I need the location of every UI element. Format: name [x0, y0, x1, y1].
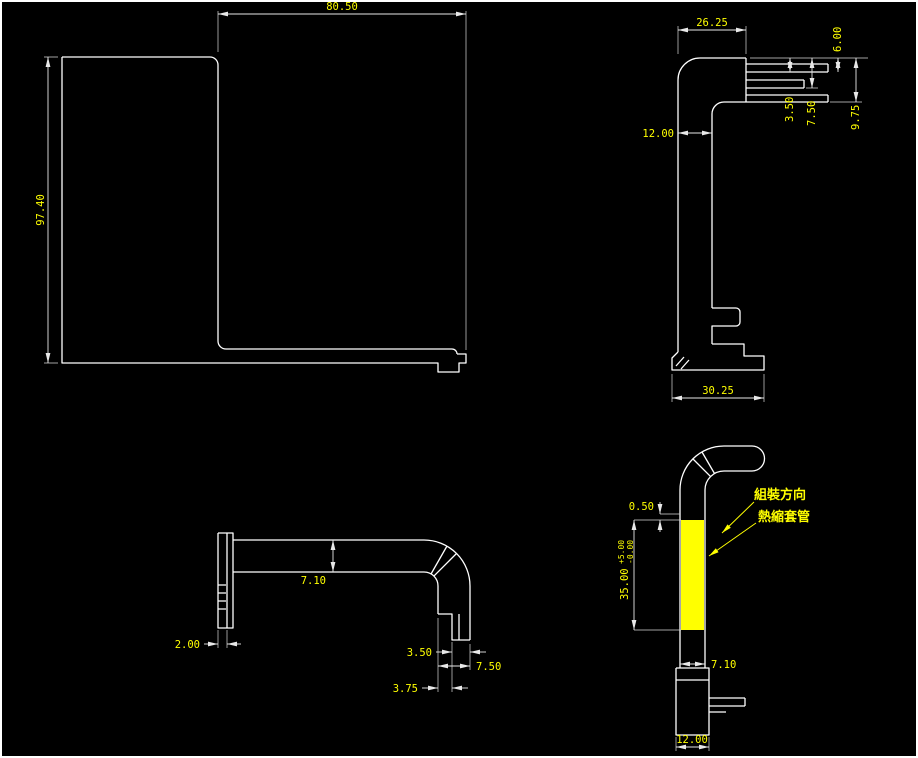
side-base-dim-text: 30.25: [702, 385, 734, 397]
front-width-dim-text: 80.50: [326, 1, 358, 13]
asm-tube-dia-dim-text: 7.10: [711, 659, 736, 671]
side-step-c-dim-text: 9.75: [850, 105, 862, 130]
side-stem-dim-text: 12.00: [642, 128, 674, 140]
front-height-dim-text: 97.40: [35, 194, 47, 226]
asm-sleeve-tol-minus: -0.00: [626, 540, 635, 564]
view-assembly: 0.50 35.00 +5.00 -0.00 7.10 12.00 組裝方向 熱…: [615, 445, 810, 751]
side-pin-len-dim-text: 6.00: [832, 27, 844, 52]
asm-sleeve-len-value: 35.00: [619, 568, 631, 600]
tube-tip-a-dim-text: 3.50: [407, 647, 432, 659]
tube-tip-b-dim-text: 7.50: [476, 661, 501, 673]
view-front: 80.50 97.40: [35, 1, 467, 373]
asm-offset-dim-text: 0.50: [629, 501, 654, 513]
view-side-profile: 26.25 12.00 3.50 7.50 9.75 6.00 30.25: [642, 17, 868, 402]
side-step-a-dim-text: 3.50: [784, 97, 796, 122]
asm-sleeve-len-dim-text: 35.00 +5.00 -0.00: [615, 534, 635, 600]
asm-sleeve-tol-plus: +5.00: [617, 540, 626, 564]
view-tube-profile: 7.10 2.00 3.50 7.50 3.75: [175, 532, 501, 695]
heat-shrink-sleeve-highlight: [681, 520, 704, 630]
assembly-extension-lines: [634, 513, 710, 751]
asm-connector-dim-text: 12.00: [676, 734, 708, 746]
heat-shrink-leader-arrow: [708, 522, 757, 557]
tube-dia-dim-text: 7.10: [301, 575, 326, 587]
tube-wall-dim-text: 2.00: [175, 639, 200, 651]
side-step-b-dim-text: 7.50: [806, 101, 818, 126]
side-top-width-dim-text: 26.25: [696, 17, 728, 29]
side-outline: [671, 57, 829, 371]
front-outline: [61, 56, 467, 373]
tube-outline: [217, 532, 471, 641]
tube-tip-c-dim-text: 3.75: [393, 683, 418, 695]
heat-shrink-label: 熱縮套管: [758, 509, 810, 525]
front-extension-lines: [44, 11, 467, 364]
assembly-direction-leader-arrow: [721, 501, 755, 534]
assembly-direction-label: 組裝方向: [754, 487, 806, 503]
